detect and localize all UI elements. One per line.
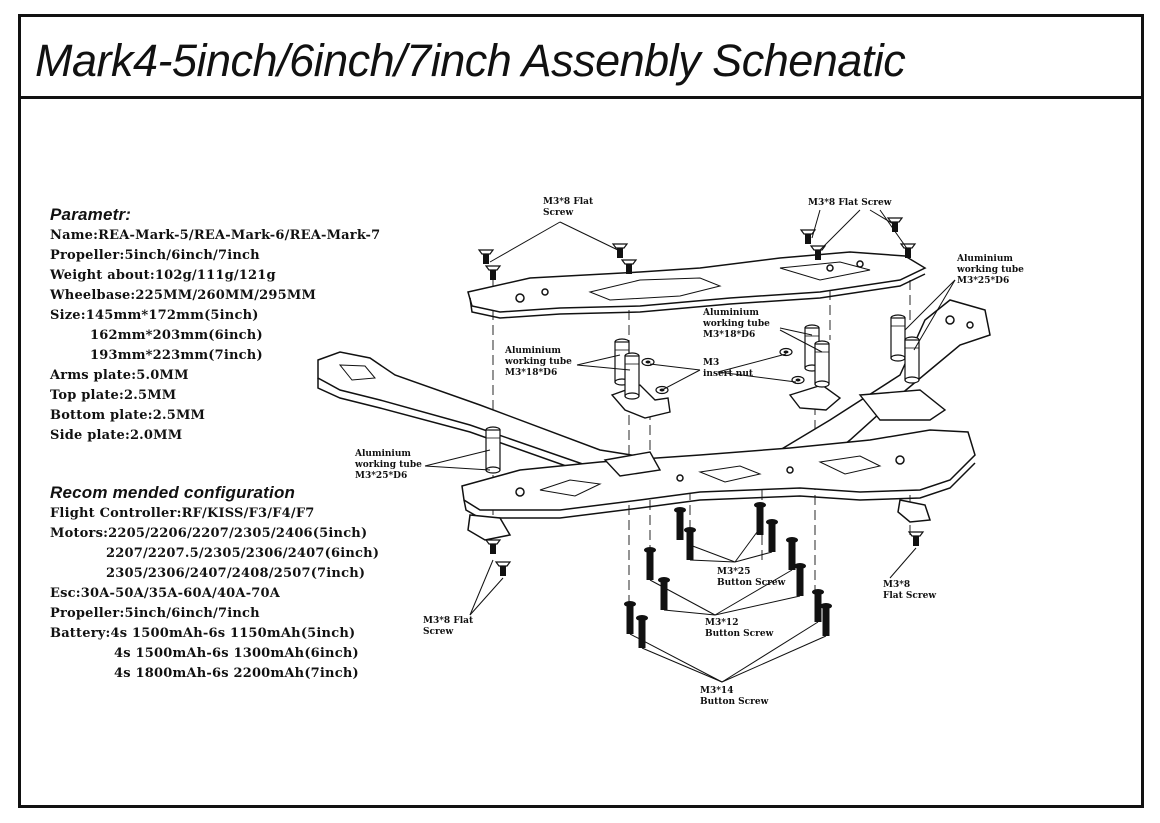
label-line: Aluminium xyxy=(957,254,1013,264)
label-button-screw-14: M3*14 Button Screw xyxy=(700,686,768,708)
label-line: M3*25*D6 xyxy=(355,471,408,481)
label-alu-tube-mid-right: Aluminium working tube M3*18*D6 xyxy=(703,308,770,341)
config-motors-7inch: 2305/2306/2407/2408/2507(7inch) xyxy=(106,566,366,581)
config-propeller: Propeller:5inch/6inch/7inch xyxy=(50,606,260,621)
label-flat-screw-left: M3*8 Flat Screw xyxy=(423,616,473,638)
label-line: Flat Screw xyxy=(883,591,937,601)
label-line: M3*18*D6 xyxy=(505,368,558,378)
label-line: M3*8 xyxy=(883,580,911,590)
label-line: M3*8 Flat xyxy=(423,616,474,626)
label-flat-screw-right: M3*8 Flat Screw xyxy=(883,580,936,602)
label-insert-nut: M3 insert nut xyxy=(703,358,753,380)
spec-arms-plate: Arms plate:5.0MM xyxy=(50,368,189,383)
label-flat-screw-top-left: M3*8 Flat Screw xyxy=(543,197,593,219)
label-line: working tube xyxy=(957,265,1024,275)
config-flight-controller: Flight Controller:RF/KISS/F3/F4/F7 xyxy=(50,506,315,521)
bottom-plate xyxy=(461,429,976,541)
spec-wheelbase: Wheelbase:225MM/260MM/295MM xyxy=(50,288,317,303)
drawing-frame: Mark4-5inch/6inch/7inch Assenbly Schenat… xyxy=(18,14,1144,808)
label-flat-screw-top-right: M3*8 Flat Screw xyxy=(808,198,891,209)
label-line: Button Screw xyxy=(717,578,786,588)
label-line: Aluminium xyxy=(703,308,759,318)
spec-size: Size:145mm*172mm(5inch) xyxy=(50,308,259,323)
spec-propeller: Propeller:5inch/6inch/7inch xyxy=(50,248,260,263)
configuration-heading: Recom mended configuration xyxy=(50,483,296,502)
label-line: insert nut xyxy=(703,369,754,379)
spec-name: Name:REA-Mark-5/REA-Mark-6/REA-Mark-7 xyxy=(50,228,381,243)
parameters-block: Parametr: Name:REA-Mark-5/REA-Mark-6/REA… xyxy=(50,204,380,446)
label-line: M3 xyxy=(703,358,720,368)
spec-top-plate: Top plate:2.5MM xyxy=(50,388,177,403)
label-alu-tube-mid-left: Aluminium working tube M3*18*D6 xyxy=(505,346,572,379)
spec-bottom-plate: Bottom plate:2.5MM xyxy=(50,408,206,423)
label-button-screw-12: M3*12 Button Screw xyxy=(705,618,773,640)
side-plates xyxy=(603,384,947,477)
label-button-screw-25: M3*25 Button Screw xyxy=(717,567,785,589)
label-line: M3*8 Flat Screw xyxy=(808,198,892,208)
spec-side-plate: Side plate:2.0MM xyxy=(50,428,183,443)
parameters-heading: Parametr: xyxy=(50,205,132,224)
spec-size-7inch: 193mm*223mm(7inch) xyxy=(90,348,263,363)
label-line: Button Screw xyxy=(705,629,774,639)
label-line: working tube xyxy=(355,460,422,470)
label-alu-tube-right: Aluminium working tube M3*25*D6 xyxy=(957,254,1024,287)
label-line: working tube xyxy=(505,357,572,367)
label-alu-tube-left: Aluminium working tube M3*25*D6 xyxy=(355,449,422,482)
label-line: M3*25 xyxy=(717,567,751,577)
label-line: Button Screw xyxy=(700,697,769,707)
config-motors-6inch: 2207/2207.5/2305/2306/2407(6inch) xyxy=(106,546,380,561)
spec-size-6inch: 162mm*203mm(6inch) xyxy=(90,328,263,343)
label-line: Aluminium xyxy=(355,449,411,459)
configuration-block: Recom mended configuration Flight Contro… xyxy=(50,482,379,684)
spec-weight: Weight about:102g/111g/121g xyxy=(50,268,276,283)
page-title: Mark4-5inch/6inch/7inch Assenbly Schenat… xyxy=(35,35,906,86)
top-plate xyxy=(467,251,927,319)
label-line: M3*14 xyxy=(700,686,734,696)
title-bar: Mark4-5inch/6inch/7inch Assenbly Schenat… xyxy=(21,17,1141,99)
leader-lines xyxy=(424,209,956,683)
config-esc: Esc:30A-50A/35A-60A/40A-70A xyxy=(50,586,281,601)
label-line: M3*18*D6 xyxy=(703,330,756,340)
config-battery-7inch: 4s 1800mAh-6s 2200mAh(7inch) xyxy=(114,666,359,681)
label-line: Aluminium xyxy=(505,346,561,356)
label-line: M3*25*D6 xyxy=(957,276,1010,286)
config-battery: Battery:4s 1500mAh-6s 1150mAh(5inch) xyxy=(50,626,356,641)
label-line: Screw xyxy=(423,627,454,637)
label-line: Screw xyxy=(543,208,574,218)
config-motors: Motors:2205/2206/2207/2305/2406(5inch) xyxy=(50,526,368,541)
label-line: M3*8 Flat xyxy=(543,197,594,207)
config-battery-6inch: 4s 1500mAh-6s 1300mAh(6inch) xyxy=(114,646,359,661)
label-line: M3*12 xyxy=(705,618,739,628)
label-line: working tube xyxy=(703,319,770,329)
